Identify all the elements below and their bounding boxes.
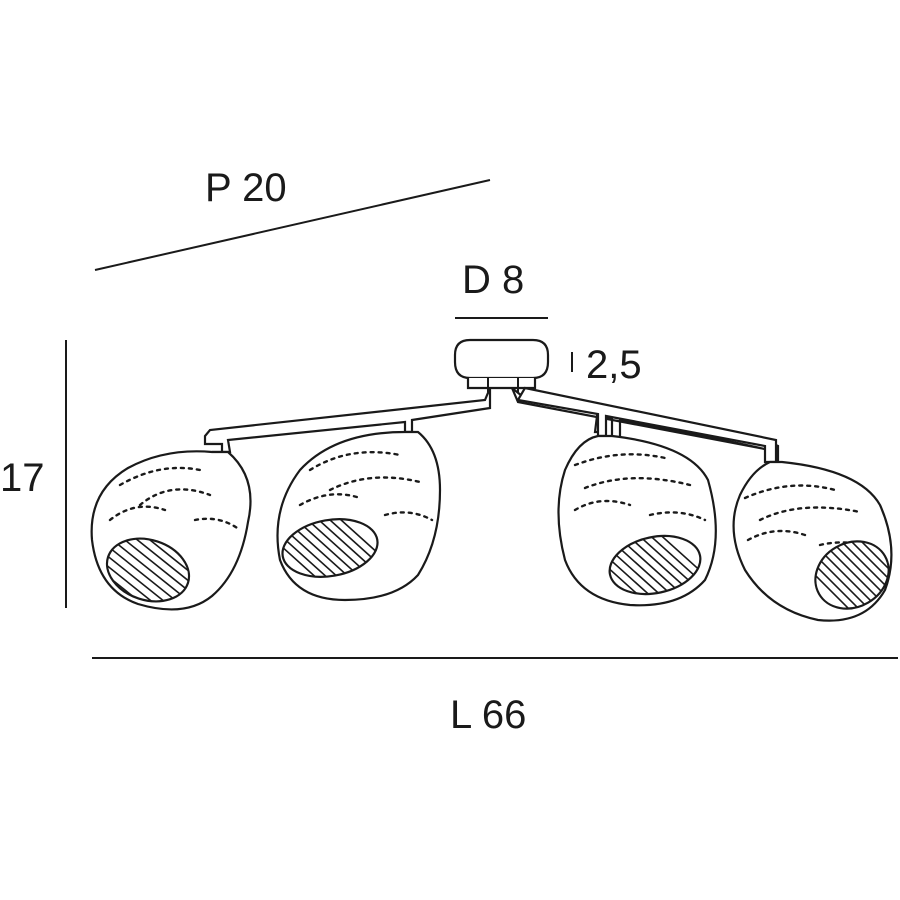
diameter-label: D 8 xyxy=(462,258,525,302)
lamp-shade-3 xyxy=(557,434,717,607)
fixture xyxy=(90,338,900,622)
depth-label: P 20 xyxy=(205,166,287,210)
ceiling-canopy xyxy=(453,338,550,392)
canopy-height-label: 2,5 xyxy=(586,343,642,387)
lamp-shade-4 xyxy=(732,460,900,622)
depth-dimension-line xyxy=(94,179,491,271)
lamp-shade-1 xyxy=(90,450,252,612)
height-label: 17 xyxy=(0,456,45,500)
length-label: L 66 xyxy=(450,693,527,737)
lamp-shade-2 xyxy=(276,430,442,602)
